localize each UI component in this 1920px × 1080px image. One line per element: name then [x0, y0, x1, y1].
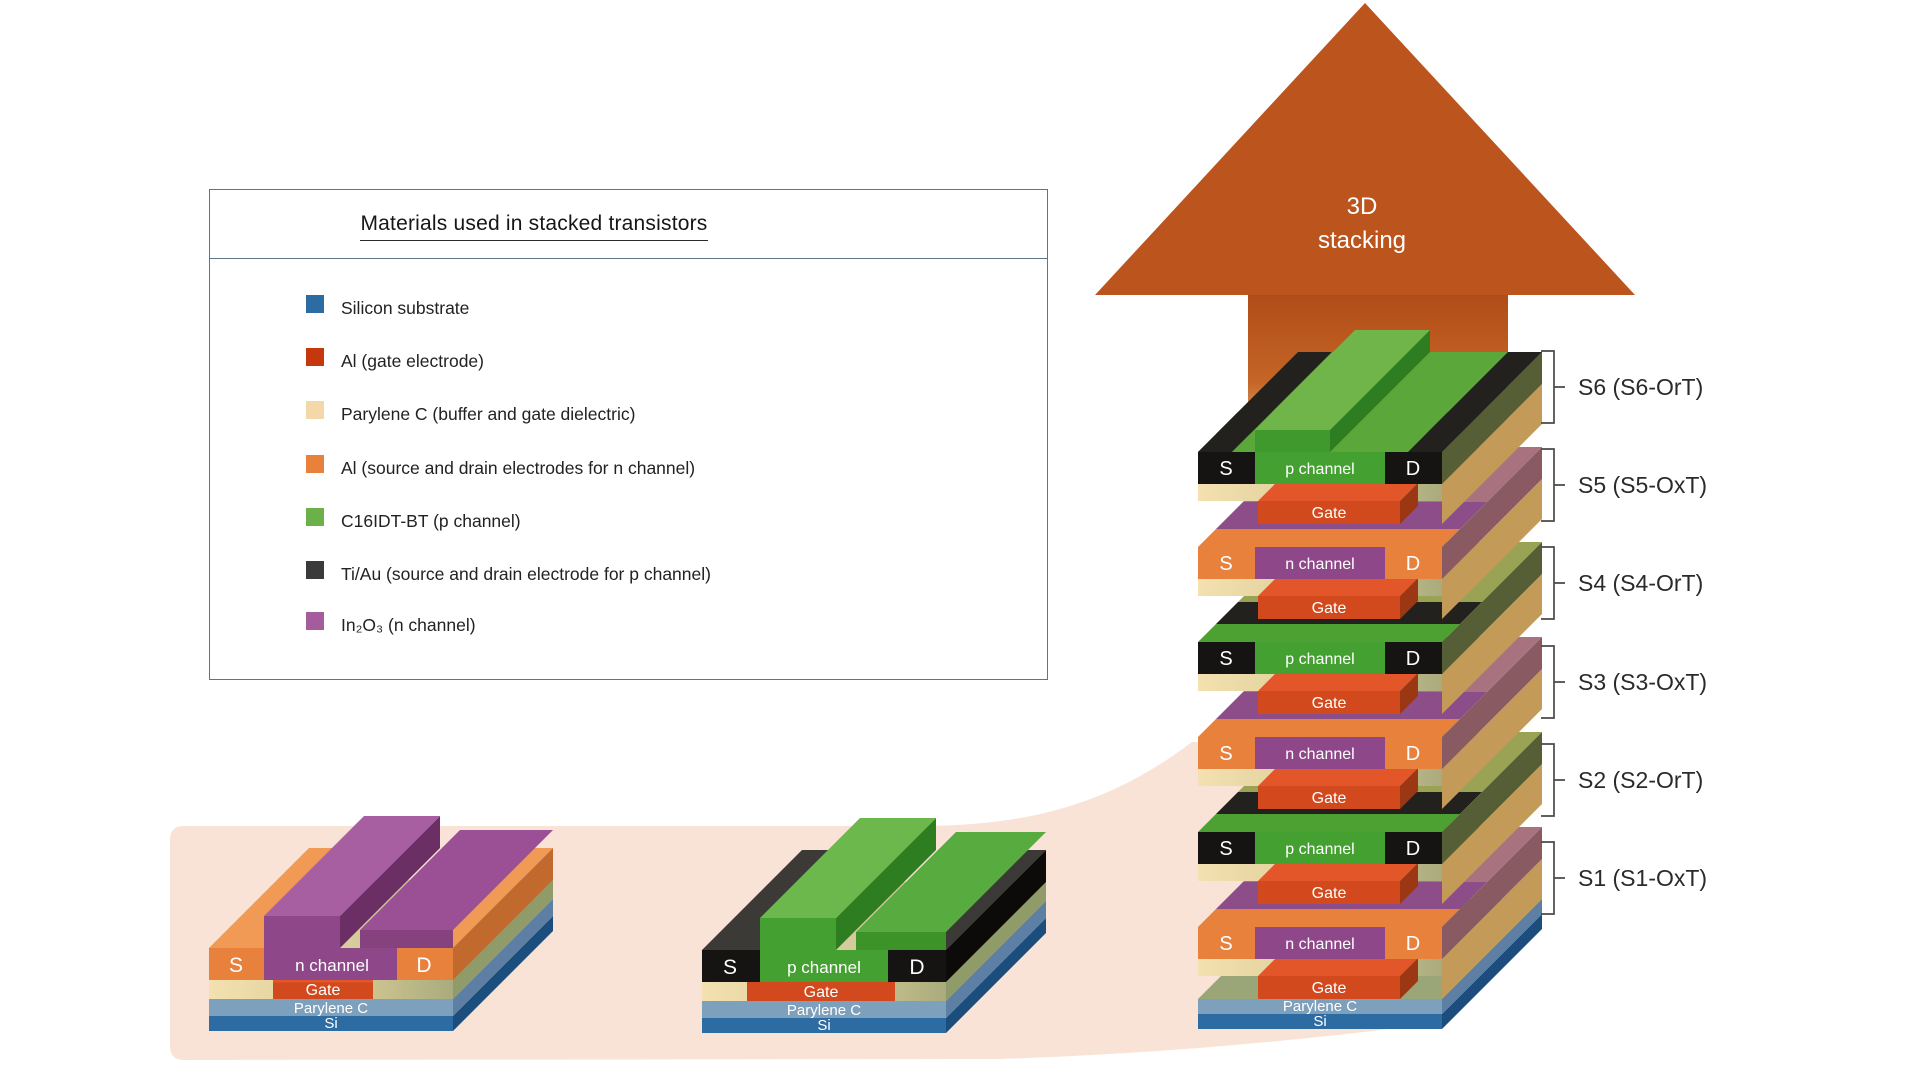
bracket-s2	[1541, 743, 1565, 817]
arrow-label-line2: stacking	[1318, 227, 1406, 254]
arrow-label-line1: 3D	[1347, 193, 1378, 220]
stage-label-s6: S6 (S6-OrT)	[1578, 374, 1703, 400]
p-channel-front	[760, 950, 888, 982]
parylene-swatch-icon	[306, 401, 324, 419]
gate-front	[273, 980, 373, 999]
n-channel-front	[264, 948, 397, 980]
source-front	[702, 950, 760, 982]
stage-label-s2: S2 (S2-OrT)	[1578, 767, 1703, 793]
tiau-swatch-icon	[306, 561, 324, 579]
drain-label: D	[416, 954, 431, 977]
p-plateau-top	[856, 832, 1046, 932]
gate-label: Gate	[804, 984, 839, 1001]
bracket-s4	[1541, 546, 1565, 620]
legend-item-label: Al (gate electrode)	[341, 350, 484, 371]
materials-legend: Materials used in stacked transistors Si…	[209, 189, 1048, 680]
organic-transistor: S p channel D Gate Parylene C Si	[702, 818, 1046, 1034]
top-ridge-top	[1255, 330, 1430, 430]
n-channel-label: n channel	[295, 956, 369, 975]
stack-top-slab	[1198, 330, 1542, 452]
gate-top-edge	[273, 980, 373, 983]
p-ridge-front	[760, 918, 836, 950]
si-right-face	[453, 916, 553, 1031]
dielectric-right-face	[946, 882, 1046, 1001]
legend-item-label: Al (source and drain electrodes for n ch…	[341, 457, 696, 478]
si-label: Si	[817, 1017, 830, 1034]
parylene-right-face	[946, 901, 1046, 1018]
stack-si-front	[1198, 1014, 1442, 1029]
drain-right-face	[946, 850, 1046, 982]
stack-si-label: Si	[1313, 1013, 1326, 1030]
legend-item-label: Silicon substrate	[341, 297, 470, 318]
n-plateau-top	[360, 830, 553, 930]
n-plateau-front	[360, 930, 453, 948]
legend-item-label: In₂O₃ (n channel)	[341, 614, 476, 635]
silicon-swatch-icon	[306, 295, 324, 313]
legend-title-row: Materials used in stacked transistors	[210, 190, 1047, 259]
p-ridge-right-face	[836, 818, 936, 950]
al-sd-swatch-icon	[306, 455, 324, 473]
drain-right-face	[453, 848, 553, 980]
stage-brackets	[1541, 350, 1565, 915]
source-front	[209, 948, 264, 980]
legend-item-label: Parylene C (buffer and gate dielectric)	[341, 403, 636, 424]
stage-label-s4: S4 (S4-OrT)	[1578, 570, 1703, 596]
p-plateau-front	[856, 932, 946, 950]
c16idt-swatch-icon	[306, 508, 324, 526]
parylene-label: Parylene C	[787, 1002, 861, 1019]
si-front	[209, 1016, 453, 1031]
n-ridge-right-face	[340, 816, 440, 948]
stage-label-group: S6 (S6-OrT) S5 (S5-OxT) S4 (S4-OrT) S3 (…	[1578, 374, 1707, 891]
si-right-face	[946, 918, 1046, 1033]
top-source-band	[1198, 352, 1332, 452]
stack-si-right-face	[1442, 914, 1542, 1029]
drain-front	[397, 948, 453, 980]
stack-parylene-label: Parylene C	[1283, 998, 1357, 1015]
al-gate-swatch-icon	[306, 348, 324, 366]
legend-item-label: C16IDT-BT (p channel)	[341, 510, 521, 531]
source-label: S	[229, 954, 243, 977]
parylene-front	[702, 1001, 946, 1018]
dielectric-right-face	[453, 880, 553, 999]
si-front	[702, 1018, 946, 1033]
p-ridge-top	[760, 818, 936, 918]
in2o3-swatch-icon	[306, 612, 324, 630]
gate-front	[747, 982, 895, 1001]
stack-parylene-right-face	[1442, 899, 1542, 1014]
p-channel-label: p channel	[787, 958, 861, 977]
top-ridge-front	[1255, 430, 1330, 452]
parylene-label: Parylene C	[294, 1000, 368, 1017]
n-ridge-top	[264, 816, 440, 916]
stage-label-s5: S5 (S5-OxT)	[1578, 472, 1707, 498]
bracket-s3	[1541, 645, 1565, 719]
bracket-s6	[1541, 350, 1565, 424]
transistor-stack: Parylene C Si	[1198, 330, 1542, 1030]
source-label: S	[723, 956, 737, 979]
stage-label-s1: S1 (S1-OxT)	[1578, 865, 1707, 891]
si-label: Si	[324, 1015, 337, 1032]
drain-front	[888, 950, 946, 982]
legend-title: Materials used in stacked transistors	[210, 212, 858, 241]
drain-label: D	[909, 956, 924, 979]
top-drain-band	[1408, 352, 1542, 452]
parylene-front	[209, 999, 453, 1016]
top-ridge-right-face	[1330, 330, 1430, 452]
bracket-s5	[1541, 448, 1565, 522]
arrow-head	[1095, 3, 1635, 295]
gate-label: Gate	[306, 982, 341, 999]
stage-label-s3: S3 (S3-OxT)	[1578, 669, 1707, 695]
n-ridge-front	[264, 916, 340, 948]
stack-parylene-front	[1198, 999, 1442, 1014]
bracket-s1	[1541, 841, 1565, 915]
parylene-right-face	[453, 899, 553, 1016]
legend-item-label: Ti/Au (source and drain electrode for p …	[341, 563, 711, 584]
oxide-transistor: S n channel D Gate Parylene C Si	[209, 816, 553, 1032]
